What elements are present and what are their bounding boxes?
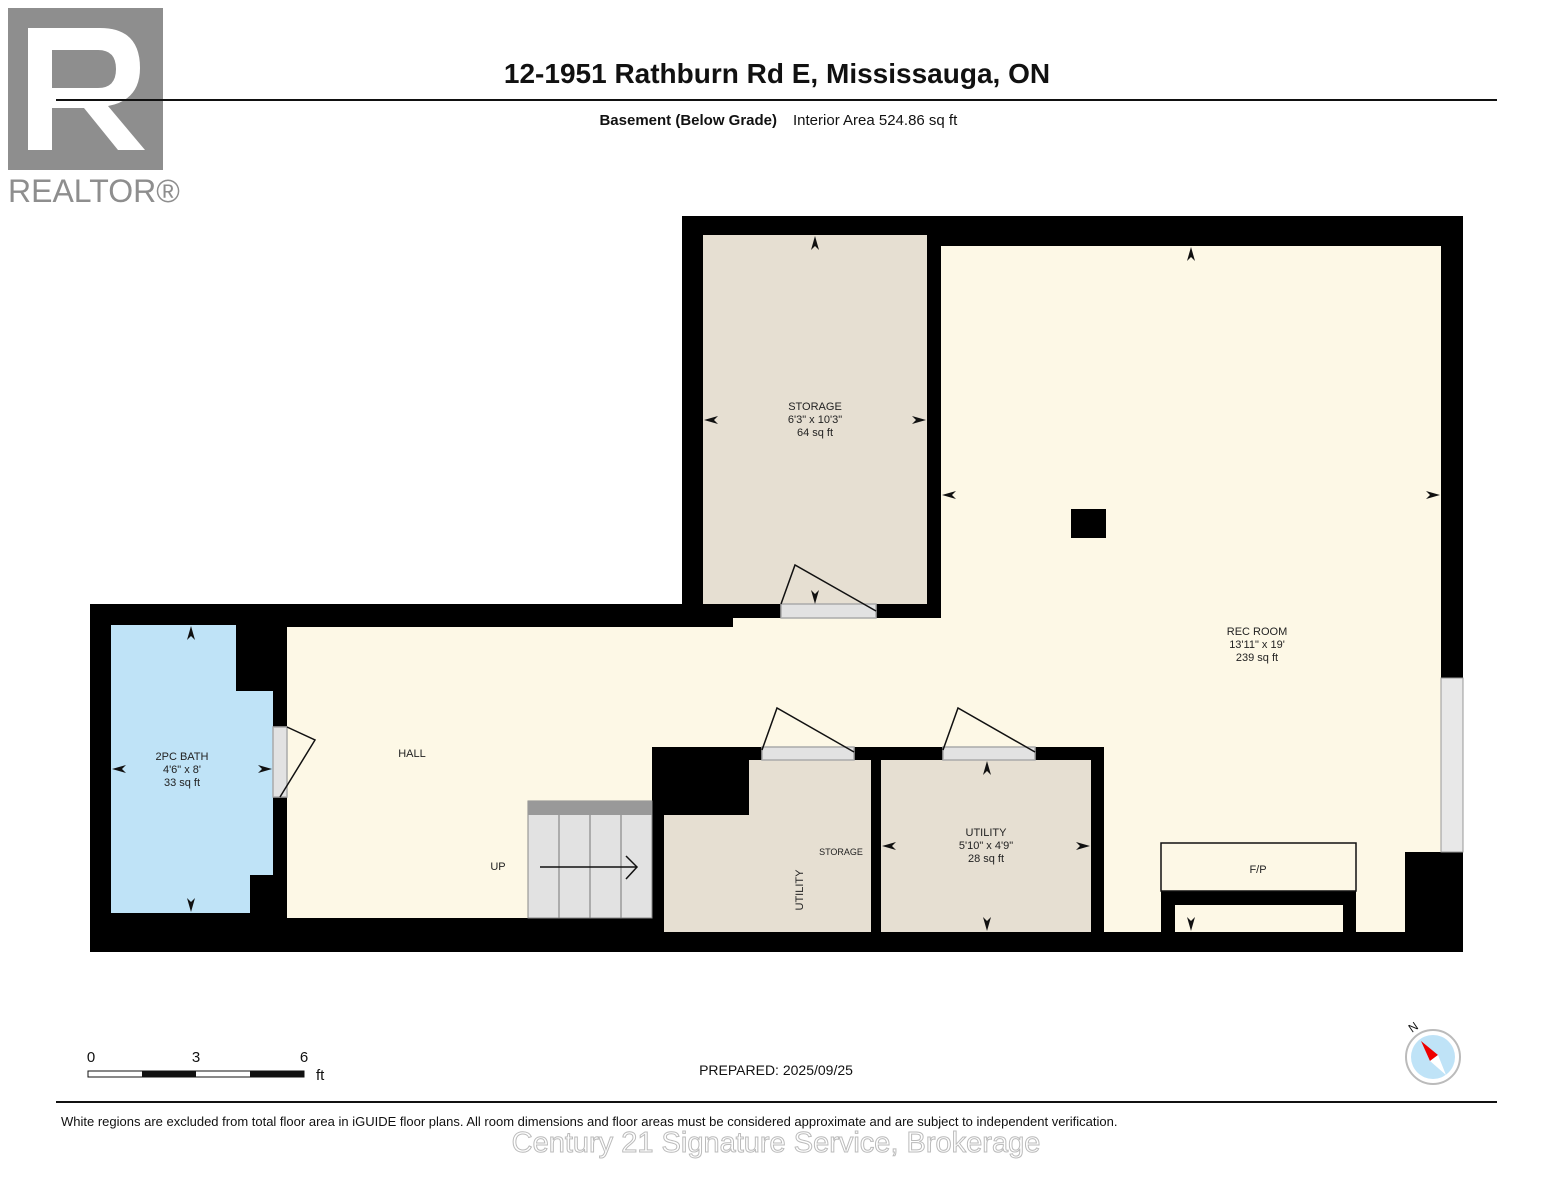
- stairs: [527, 800, 653, 919]
- dimension-arrows: [112, 236, 1440, 931]
- storage-name: STORAGE: [788, 401, 842, 413]
- fireplace-label: F/P: [1249, 864, 1266, 876]
- utility-storage-room: [664, 760, 871, 932]
- storage-small-name: STORAGE: [819, 847, 863, 857]
- storage-room: [703, 235, 927, 604]
- rec-room-hall-floor: [287, 246, 1441, 932]
- rec-room-name: REC ROOM: [1227, 626, 1288, 638]
- compass-icon: N: [1405, 1019, 1461, 1085]
- prepared-date: PREPARED: 2025/09/25: [699, 1062, 853, 1078]
- column: [1071, 509, 1106, 538]
- utility-area: 28 sq ft: [968, 853, 1004, 865]
- watermark: Century 21 Signature Service, Brokerage: [512, 1127, 1041, 1159]
- svg-text:ft: ft: [316, 1067, 325, 1084]
- svg-text:0: 0: [87, 1049, 95, 1066]
- page-title: 12-1951 Rathburn Rd E, Mississauga, ON: [504, 58, 1050, 89]
- storage-area: 64 sq ft: [797, 427, 833, 439]
- bath-area: 33 sq ft: [164, 777, 200, 789]
- bath-dims: 4'6" x 8': [163, 764, 201, 776]
- svg-text:REALTOR®: REALTOR®: [8, 173, 180, 209]
- realtor-logo: REALTOR®: [8, 8, 180, 209]
- window: [1440, 677, 1464, 853]
- interior-area: Interior Area 524.86 sq ft: [793, 112, 958, 129]
- fireplace: [1160, 842, 1357, 932]
- utility-room: [881, 760, 1091, 932]
- bath-room: [111, 625, 273, 913]
- stairs-up-label: UP: [490, 861, 505, 873]
- bath-name: 2PC BATH: [156, 751, 209, 763]
- hall-name: HALL: [398, 748, 426, 760]
- utility-dims: 5'10" x 4'9": [959, 840, 1013, 852]
- svg-text:3: 3: [192, 1049, 200, 1066]
- svg-text:N: N: [1406, 1019, 1421, 1035]
- rec-room-area: 239 sq ft: [1236, 652, 1278, 664]
- utility-small-name: UTILITY: [794, 869, 806, 911]
- storage-dims: 6'3" x 10'3": [788, 414, 842, 426]
- disclaimer: White regions are excluded from total fl…: [61, 1114, 1117, 1129]
- utility-name: UTILITY: [966, 827, 1008, 839]
- scale-bar: 0 3 6 ft: [87, 1049, 325, 1084]
- rec-room-dims: 13'11" x 19': [1229, 639, 1285, 651]
- doors: [272, 563, 1036, 798]
- level-label: Basement (Below Grade): [599, 112, 777, 129]
- svg-text:6: 6: [300, 1049, 308, 1066]
